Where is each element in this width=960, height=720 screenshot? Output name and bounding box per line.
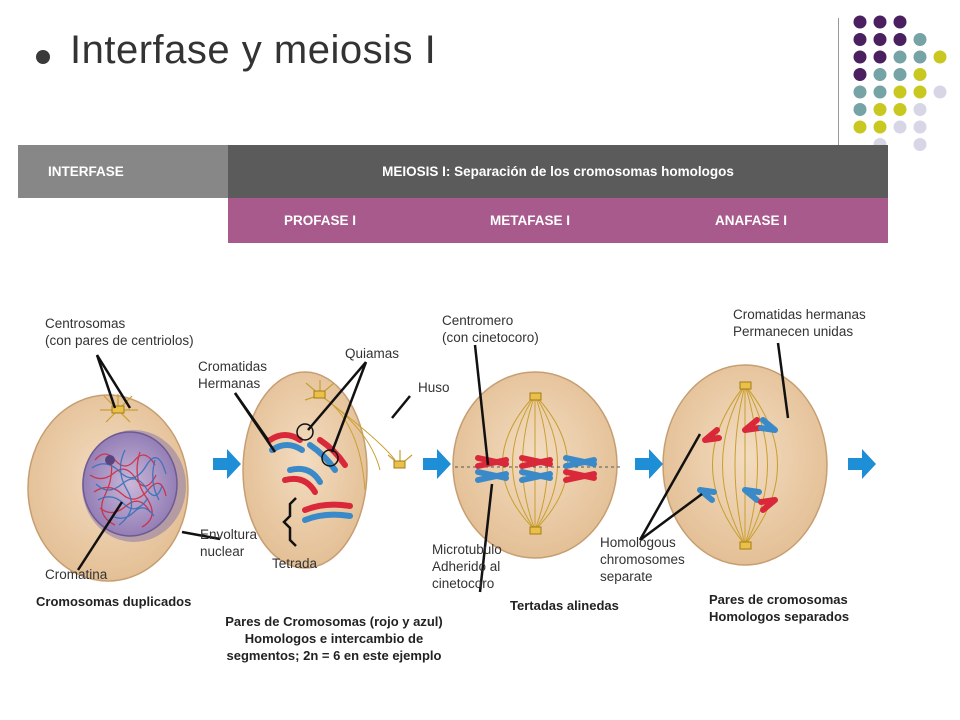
decor-dot [853, 103, 867, 116]
label-centrosomas-line1: Centrosomas [45, 316, 126, 331]
decor-dot [873, 120, 887, 134]
header-phase-bar [228, 198, 888, 243]
decor-dot [913, 50, 927, 64]
label-cromatidas-line2: Hermanas [198, 375, 261, 391]
decor-dot [873, 103, 887, 116]
label-cromatidas-line1: Cromatidas [198, 359, 268, 374]
decor-dot [933, 50, 947, 64]
label-microtubulo: Microtubulo Adherido al cinetocoro [432, 542, 502, 593]
label-centromero-line2: (con cinetocoro) [442, 329, 539, 345]
caption-profase-line1: Pares de Cromosomas (rojo y azul) [225, 614, 443, 629]
decor-dot-grid [853, 15, 947, 151]
decor-dot [893, 120, 907, 134]
decor-dot [853, 85, 867, 99]
caption-anafase-line2: Homologos separados [709, 608, 850, 624]
decor-divider [838, 18, 839, 146]
label-huso: Huso [418, 380, 450, 395]
decor-dot [893, 103, 907, 116]
decor-dot [933, 85, 947, 99]
label-quiamas: Quiamas [345, 346, 400, 361]
decor-dot [853, 68, 867, 81]
decor-dot [913, 120, 927, 134]
label-envoltura-line1: Envoltura [200, 527, 258, 542]
decor-dot [853, 50, 867, 64]
arrow-icon [213, 449, 876, 479]
decor-dot [913, 103, 927, 116]
caption-metafase: Tertadas alinedas [510, 598, 619, 613]
decor-dot [853, 33, 867, 46]
label-homologous-line3: separate [600, 568, 653, 584]
decor-dot [913, 33, 927, 46]
leader-lines [76, 342, 790, 593]
caption-anafase-line1: Pares de cromosomas [709, 592, 848, 607]
cell-interfase [27, 394, 189, 582]
label-cromatidas-unidas: Cromatidas hermanas Permanecen unidas [733, 307, 866, 341]
label-microtubulo-line3: cinetocoro [432, 575, 495, 591]
label-cromatidas-unidas-line2: Permanecen unidas [733, 323, 854, 339]
header-metafase: METAFASE I [489, 213, 570, 228]
label-tetrada: Tetrada [272, 556, 318, 571]
decor-dot [913, 68, 927, 81]
caption-profase-line3: segmentos; 2n = 6 en este ejemplo [226, 647, 442, 663]
label-envoltura: Envoltura nuclear [200, 527, 257, 561]
decor-dot [913, 85, 927, 99]
title-bullet [36, 50, 50, 64]
label-cromatina: Cromatina [45, 567, 108, 582]
decor-dot [873, 85, 887, 99]
label-centrosomas: Centrosomas (con pares de centriolos) [45, 316, 194, 350]
label-envoltura-line2: nuclear [200, 543, 245, 559]
cell-profase [242, 371, 413, 569]
label-centromero: Centromero (con cinetocoro) [442, 313, 539, 347]
decor-dot [893, 15, 907, 29]
caption-profase: Pares de Cromosomas (rojo y azul) Homolo… [198, 614, 470, 665]
decor-dot [893, 85, 907, 99]
cell-anafase [662, 364, 828, 566]
label-homologous-line2: chromosomes [600, 551, 685, 567]
label-homologous: Homologous chromosomes separate [600, 535, 685, 586]
label-cromatidas-unidas-line1: Cromatidas hermanas [733, 307, 866, 322]
caption-interfase: Cromosomas duplicados [36, 594, 192, 609]
decor-dot [873, 50, 887, 64]
label-centrosomas-line2: (con pares de centriolos) [45, 332, 194, 348]
label-centromero-line1: Centromero [442, 313, 514, 328]
decor-dot [893, 68, 907, 81]
decor-dot [893, 33, 907, 46]
decor-dot [873, 15, 887, 29]
decor-dot [913, 138, 927, 151]
header-meiosis: MEIOSIS I: Separación de los cromosomas … [228, 145, 888, 198]
header-interfase: INTERFASE [18, 145, 228, 198]
decor-dot [853, 120, 867, 134]
header-profase: PROFASE I [283, 213, 356, 228]
decor-dot [873, 33, 887, 46]
label-microtubulo-line2: Adherido al [432, 558, 501, 574]
page-title: Interfase y meiosis I [70, 28, 437, 72]
caption-profase-line2: Homologos e intercambio de [244, 630, 424, 646]
label-homologous-line1: Homologous [600, 535, 676, 550]
decor-dot [853, 15, 867, 29]
label-cromatidas: Cromatidas Hermanas [198, 359, 267, 393]
header-anafase: ANAFASE I [714, 213, 787, 228]
decor-dot [893, 50, 907, 64]
cell-metafase [452, 371, 620, 559]
caption-anafase: Pares de cromosomas Homologos separados [709, 592, 849, 626]
label-microtubulo-line1: Microtubulo [432, 542, 502, 557]
decor-dot [873, 68, 887, 81]
